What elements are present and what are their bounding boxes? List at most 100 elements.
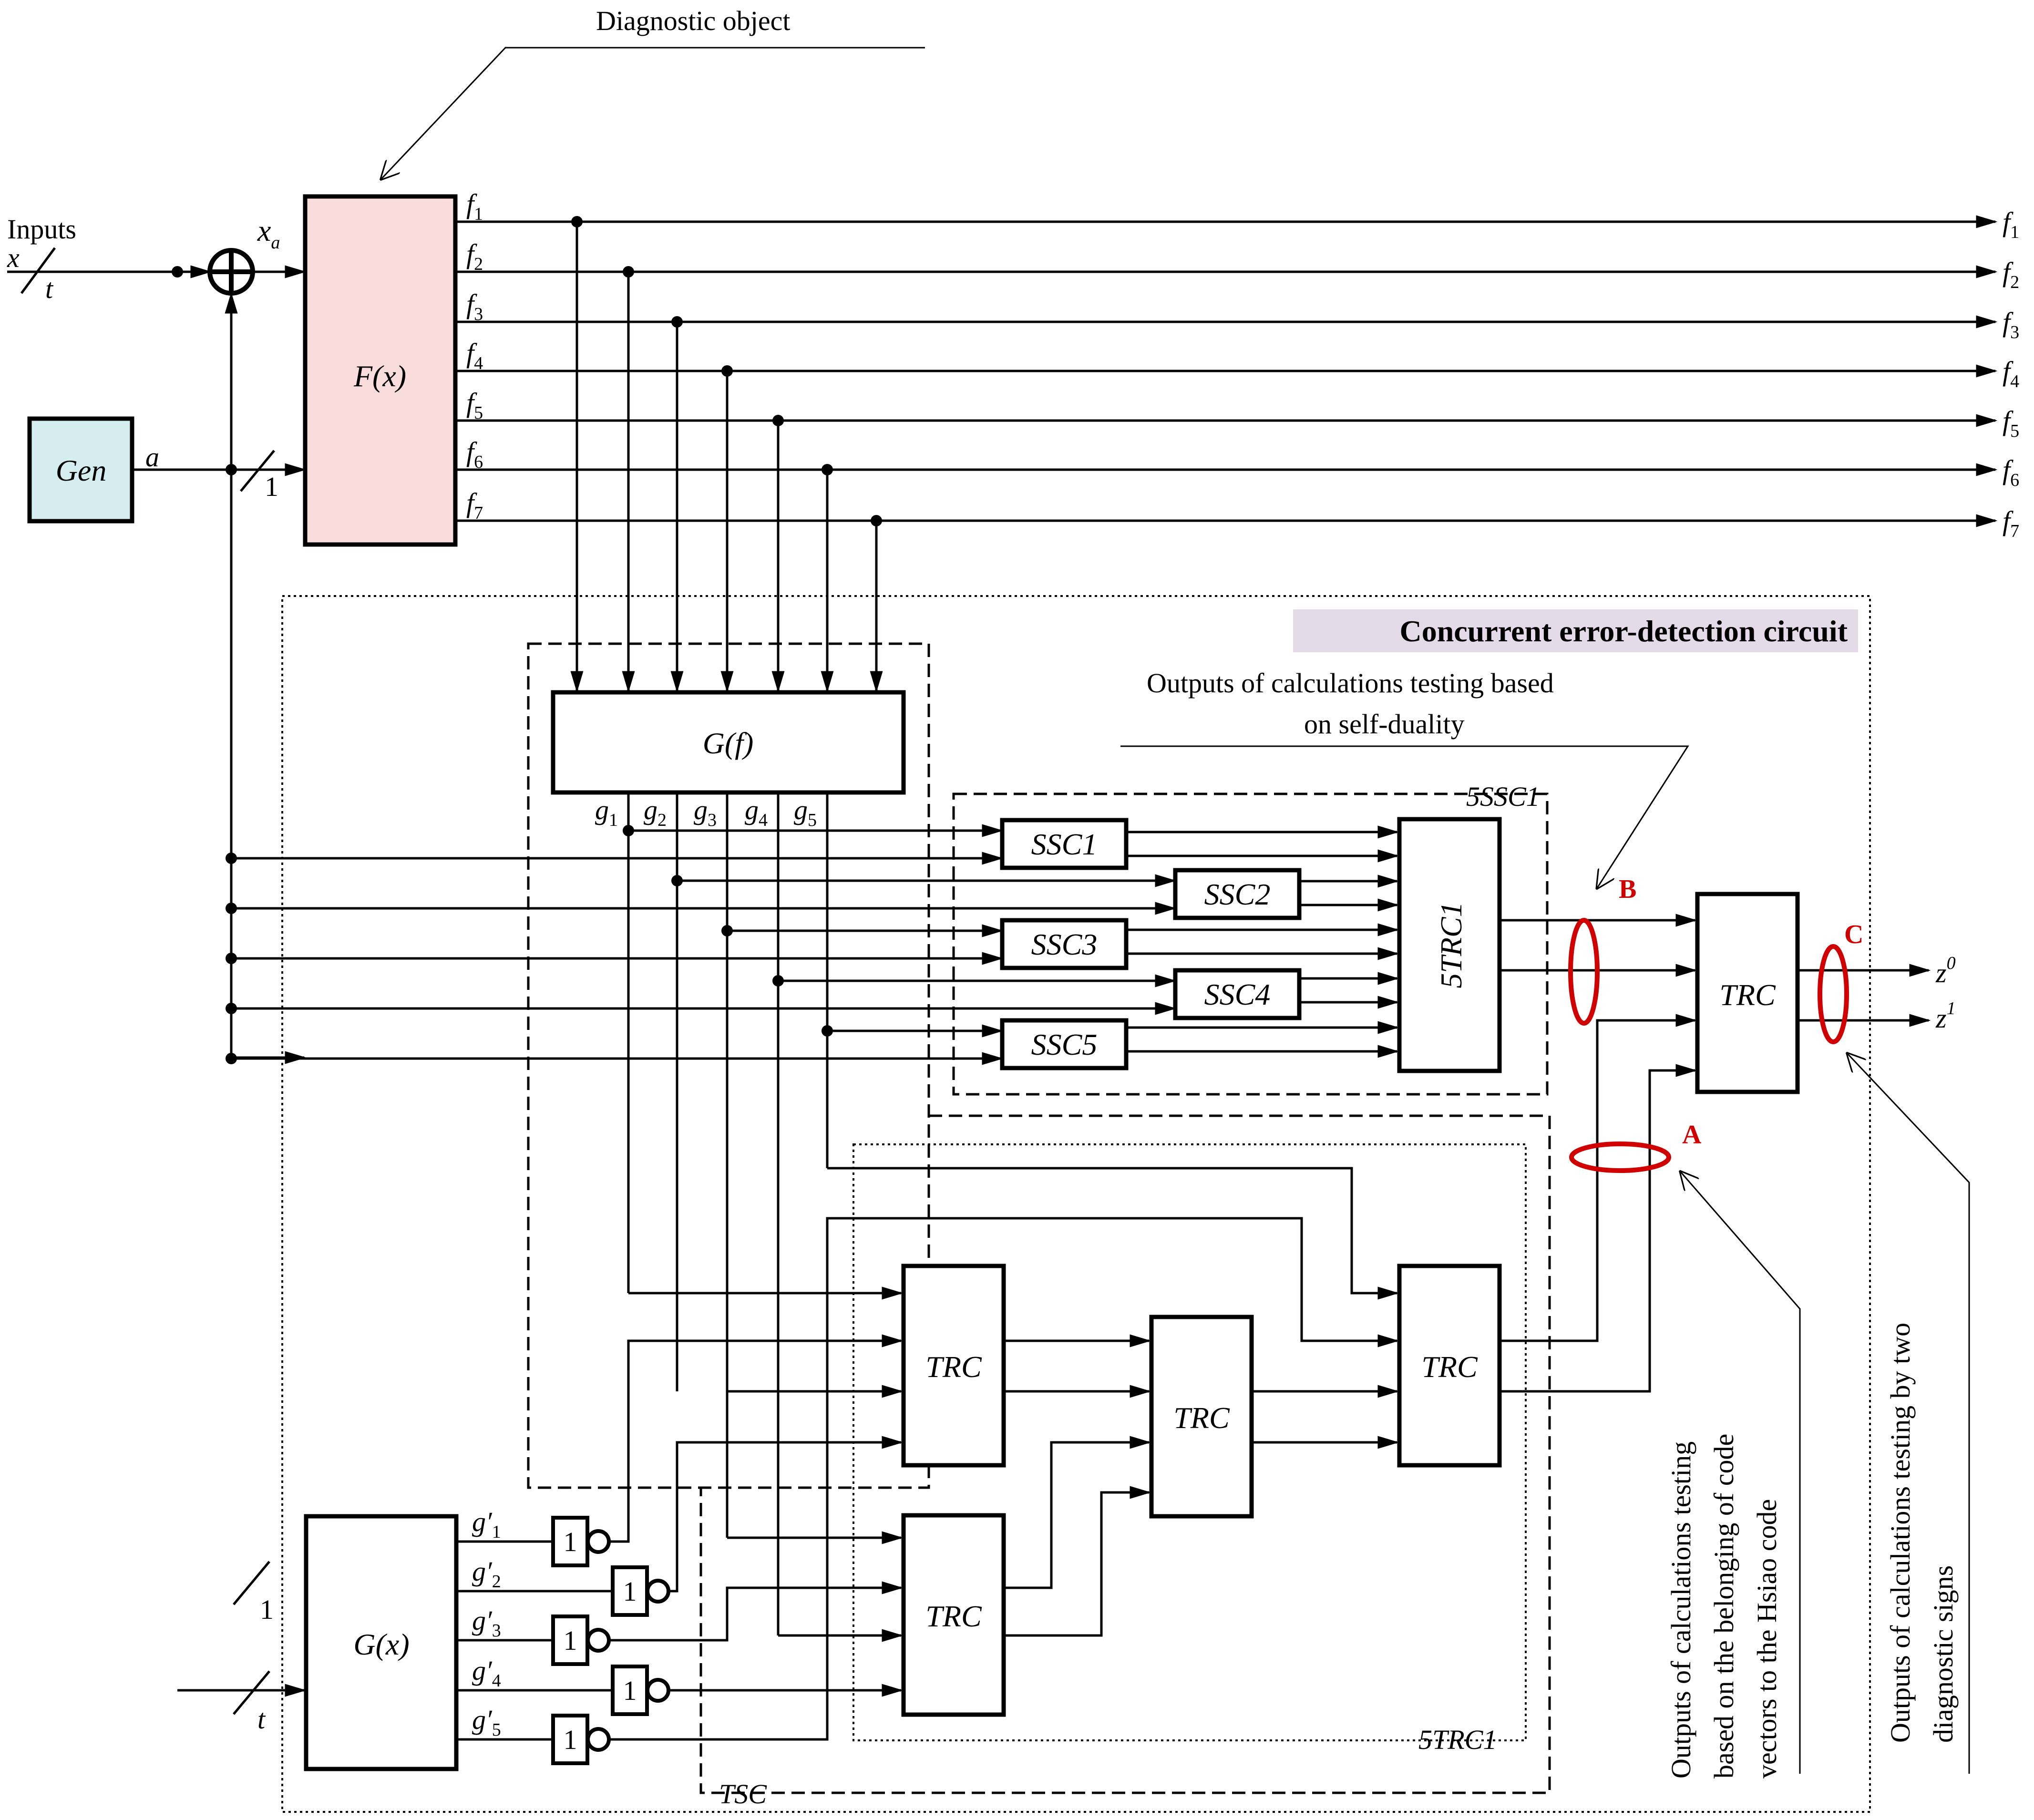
f-final-label: f7 — [2003, 505, 2019, 541]
g-outputs: g1 g2 g3 g4 g5 — [595, 794, 817, 830]
ced-title-bg — [1293, 609, 1858, 652]
trc-middle-label: TRC — [1173, 1401, 1230, 1435]
not-label: 1 — [564, 1625, 577, 1656]
trc-right-out — [1500, 1014, 1697, 1342]
ssc-block — [1173, 968, 1302, 1020]
gx-width-t: t — [257, 1704, 266, 1735]
not-label: 1 — [564, 1526, 577, 1557]
trc-right — [1397, 1264, 1502, 1468]
f-output-label: f5 — [466, 387, 483, 423]
two-signs-label: Outputs of calculations testing by two d… — [1885, 1316, 1959, 1743]
wiring — [226, 792, 1697, 1741]
marker-b: B — [1619, 874, 1636, 904]
f-output-label: f4 — [466, 338, 483, 373]
gf-block — [551, 690, 906, 795]
xor-output-label: xa — [257, 214, 280, 253]
not-out-route — [609, 1217, 1399, 1741]
trc-final — [1695, 892, 1800, 1094]
f-final-label: f6 — [2003, 454, 2019, 490]
f-final-label: f2 — [2003, 257, 2019, 292]
trc5-block — [1397, 817, 1502, 1073]
g-output-label: g2 — [644, 794, 667, 830]
marker-b-ring — [1568, 918, 1600, 1026]
tsc-label: TSC — [719, 1779, 767, 1810]
trc-lower — [901, 1513, 1006, 1717]
gprime-label: g′5 — [472, 1704, 501, 1740]
not-out-route — [609, 1581, 904, 1642]
g5-route — [827, 1167, 1399, 1300]
fx-block — [303, 194, 458, 547]
f-output-label: f7 — [466, 487, 483, 523]
gprime-label: g′1 — [472, 1506, 501, 1542]
input-junction — [172, 266, 183, 278]
not-bubble — [586, 1727, 611, 1752]
gx-block — [304, 1514, 459, 1771]
not-gate — [611, 1665, 649, 1716]
trc-right-out — [1500, 1064, 1697, 1393]
trc-lower-label: TRC — [925, 1599, 982, 1633]
tree-wire — [1004, 1436, 1151, 1589]
tsc-group — [527, 642, 930, 1489]
f-final-label: f1 — [2003, 206, 2019, 242]
inputs-label: Inputs — [7, 214, 76, 245]
not-label: 1 — [564, 1724, 577, 1755]
gf-label: G(f) — [703, 726, 754, 760]
gx-slash-t — [233, 1670, 270, 1715]
trc-upper — [901, 1264, 1006, 1468]
not-bubble — [646, 1678, 670, 1703]
title-pointer — [381, 47, 925, 179]
input-width: t — [45, 273, 54, 304]
ced-title: Concurrent error-detection circuit — [1399, 614, 1848, 648]
ssc-block — [1000, 918, 1129, 970]
not-label: 1 — [623, 1576, 637, 1607]
ssc-label: SSC1 — [1031, 827, 1098, 861]
trc5-label: 5TRC1 — [1434, 902, 1468, 988]
gen-width-label: 1 — [265, 471, 278, 502]
not-gate — [551, 1714, 589, 1765]
xor-gate — [207, 248, 255, 296]
not-bubble — [586, 1628, 611, 1653]
g-output-label: g5 — [794, 794, 817, 830]
z0-label: z0 — [1935, 953, 1956, 988]
f-final-label: f4 — [2003, 356, 2019, 391]
gx-label: G(x) — [353, 1627, 409, 1661]
tree-wire — [1004, 1486, 1151, 1637]
hsiao-label: Outputs of calculations testing based on… — [1665, 1427, 1782, 1779]
two-signs-pointer — [1848, 1054, 1970, 1774]
gprime-outputs: g′1 1 g′2 1 g′3 1 g′4 1 g′5 1 — [456, 1506, 670, 1765]
gx-slash-1 — [233, 1561, 270, 1605]
f-final-label: f3 — [2003, 307, 2019, 342]
not-out-route — [609, 1334, 904, 1543]
f-output-label: f3 — [466, 288, 483, 324]
marker-c: C — [1844, 920, 1863, 949]
trc-group-label: 5TRC1 — [1418, 1724, 1497, 1755]
z1-label: z1 — [1935, 998, 1956, 1034]
hsiao-pointer — [1681, 1172, 1801, 1774]
marker-a: A — [1682, 1120, 1702, 1150]
ced-region — [281, 595, 1871, 1813]
gen-bus-slash — [240, 450, 275, 492]
marker-c-ring — [1818, 944, 1849, 1044]
fx-label: F(x) — [353, 359, 406, 393]
not-gate — [551, 1516, 589, 1567]
f-output-label: f6 — [466, 436, 483, 472]
input-var: x — [7, 242, 20, 273]
not-label: 1 — [623, 1675, 637, 1706]
ssc-label: SSC3 — [1031, 927, 1098, 961]
trc-right-label: TRC — [1421, 1350, 1478, 1384]
ssc-label: SSC5 — [1031, 1028, 1098, 1061]
f-output-label: f1 — [466, 188, 483, 224]
marker-a-ring — [1569, 1141, 1671, 1173]
g-output-label: g1 — [595, 794, 618, 830]
not-bubble — [646, 1579, 670, 1604]
gprime-label: g′4 — [472, 1655, 501, 1691]
ssc-block — [1173, 868, 1302, 920]
gprime-label: g′2 — [472, 1556, 501, 1592]
gen-output-label: a — [145, 442, 159, 473]
g-output-label: g4 — [745, 794, 768, 830]
gprime-label: g′3 — [472, 1605, 501, 1641]
trc-middle — [1149, 1315, 1254, 1519]
g-output-label: g3 — [694, 794, 717, 830]
